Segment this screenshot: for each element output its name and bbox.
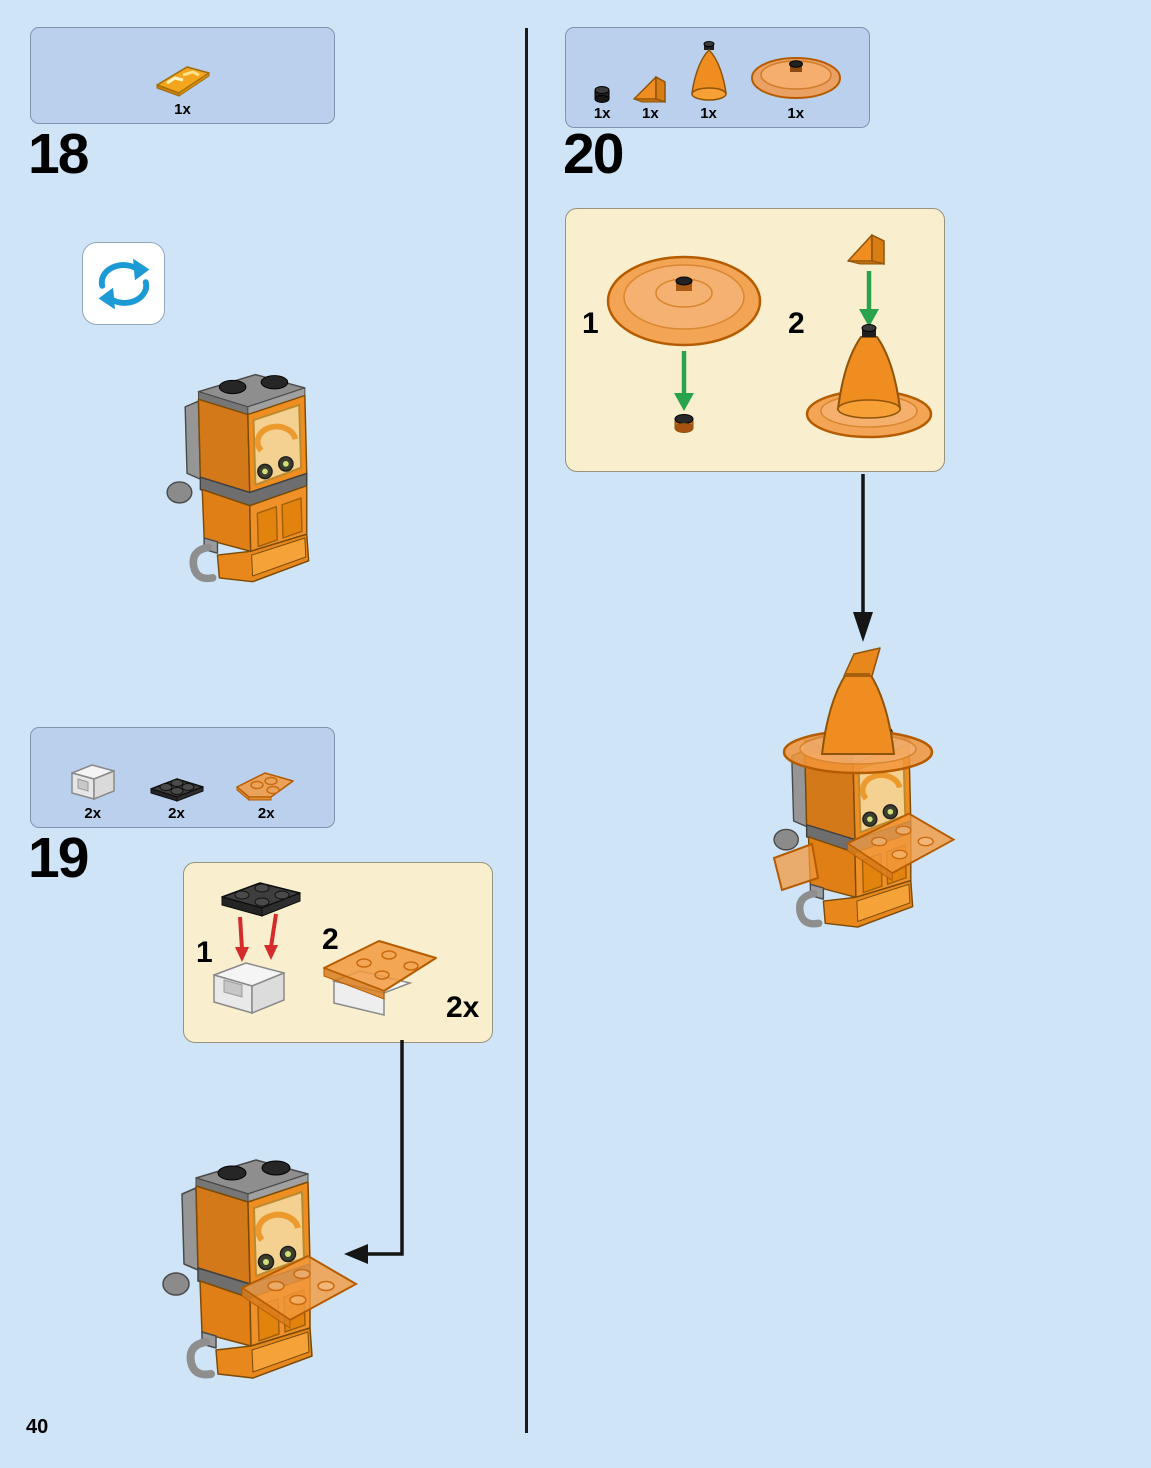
orange-cone-icon xyxy=(690,41,727,101)
step19-callout-graphic xyxy=(213,882,437,1016)
part-count: 1x xyxy=(642,105,659,122)
part-count: 1x xyxy=(787,105,805,122)
substep-1-label: 1 xyxy=(196,936,213,969)
hat-cone xyxy=(820,647,896,755)
substep-2-label: 2 xyxy=(322,923,339,956)
printed-orange-tile-icon xyxy=(155,66,210,97)
step20-callout-graphic xyxy=(606,233,933,439)
step19-parts-box: 2x 2x 2x xyxy=(30,727,335,828)
page-number: 40 xyxy=(26,1416,49,1438)
part-count: 1x xyxy=(174,101,191,118)
step20-parts-box: 1x 1x 1x 1x xyxy=(565,27,870,128)
part-item: 2x xyxy=(235,767,297,821)
part-item: 1x xyxy=(689,41,729,121)
left-wing xyxy=(772,842,820,892)
green-arrow-icon xyxy=(859,271,879,327)
white-bracket-illustration xyxy=(213,962,285,1015)
step18-number: 18 xyxy=(28,122,89,186)
step19-assembly-arrow xyxy=(344,1040,404,1264)
part-count: 1x xyxy=(700,105,717,122)
cone-on-dish-illustration xyxy=(805,324,933,439)
assembly-count: 2x xyxy=(446,991,480,1024)
step20-number: 20 xyxy=(563,122,624,186)
trans-orange-dish-icon xyxy=(750,57,841,99)
orange-slope-icon xyxy=(633,75,667,103)
black-round-plate-icon xyxy=(594,86,610,103)
substep-2-label: 2 xyxy=(788,307,805,340)
step18-model-illustration xyxy=(150,348,340,614)
part-item: 1x xyxy=(153,61,213,117)
black-plate-icon xyxy=(149,778,204,802)
trans-dish-illustration xyxy=(606,255,762,347)
part-item: 2x xyxy=(68,761,118,821)
step19-callout-box: 1 2 2x xyxy=(183,862,493,1043)
part-count: 2x xyxy=(168,805,185,822)
orange-slope-illustration xyxy=(847,233,885,265)
black-plate-illustration xyxy=(221,882,301,917)
part-item: 1x xyxy=(632,71,668,121)
part-count: 1x xyxy=(593,105,611,122)
part-count: 2x xyxy=(84,805,102,822)
green-arrow-icon xyxy=(674,351,694,411)
bracket-wedge-assembly-illustration xyxy=(323,940,437,1016)
part-item: 2x xyxy=(149,771,205,821)
trans-orange-wedge-plate-icon xyxy=(236,772,294,802)
round-plate-illustration xyxy=(674,414,694,433)
step20-callout-box: 1 2 xyxy=(565,208,945,472)
part-count: 2x xyxy=(257,805,275,822)
white-bracket-icon xyxy=(71,764,115,801)
step19-model-illustration xyxy=(148,1126,357,1418)
rotate-symbol-box xyxy=(82,242,165,325)
step20-assembly-arrow xyxy=(853,474,873,642)
step20-model-illustration xyxy=(738,647,955,975)
part-item: 1x xyxy=(749,53,843,121)
step18-parts-box: 1x xyxy=(30,27,335,124)
substep-1-label: 1 xyxy=(582,307,599,340)
column-divider xyxy=(525,28,528,1433)
step19-number: 19 xyxy=(28,826,89,890)
rotate-icon xyxy=(98,258,149,309)
red-arrow-icon xyxy=(235,913,278,962)
part-item: 1x xyxy=(592,85,612,121)
